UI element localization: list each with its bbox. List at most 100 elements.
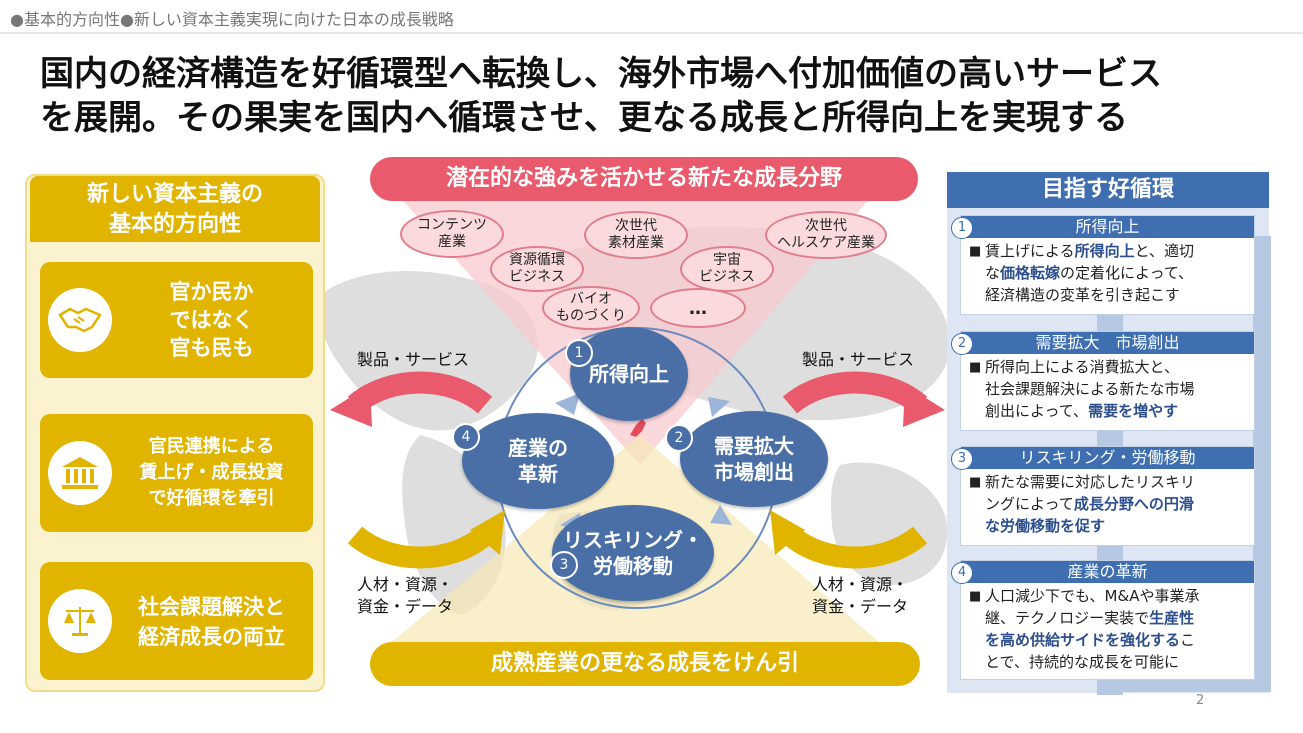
cycle-arrow	[708, 397, 730, 417]
label-line: 資金・データ	[812, 597, 909, 616]
text-run: とで、持続的な成長を可能に	[985, 653, 1179, 671]
step-number: 2	[665, 424, 693, 452]
breadcrumb: ●基本的方向性●新しい資本主義実現に向けた日本の成長戦略	[10, 10, 454, 29]
node-text: 所得向上	[589, 362, 669, 386]
node-text: 革新	[518, 462, 558, 486]
label-line: 資金・データ	[357, 597, 454, 616]
growth-fields-banner: 潜在的な強みを活かせる新たな成長分野	[370, 157, 918, 201]
step-number: 4	[951, 562, 973, 584]
text-run: と、適切	[1134, 242, 1194, 260]
text-run: 経済構造の変革を引き起こす	[985, 286, 1180, 304]
node-income-growth: 所得向上	[570, 327, 688, 421]
emphasis-run: な労働移動を促す	[985, 517, 1106, 535]
pink-arrowhead-right	[903, 385, 945, 427]
node-industry-innovation: 産業の 革新	[462, 413, 614, 509]
pink-arrowhead-left	[330, 385, 372, 427]
section-line: 人口減少下でも、M&Aや事業承	[985, 585, 1248, 607]
section-line: な労働移動を促す	[985, 515, 1248, 537]
gold-curve-arrow-right	[782, 526, 928, 569]
cycle-arrow	[555, 393, 580, 415]
field-bubble: 次世代 ヘルスケア産業	[765, 211, 887, 259]
section-line: ングによって成長分野への円滑	[985, 493, 1248, 515]
divider	[0, 32, 1303, 34]
bubble-text: 資源循環	[509, 252, 565, 268]
bubble-text: 次世代	[615, 218, 657, 234]
left-panel-title: 新しい資本主義の 基本的方向性	[30, 176, 320, 242]
section-title: 産業の革新	[961, 561, 1254, 583]
title-line-2: を展開。その果実を国内へ循環させ、更なる成長と所得向上を実現する	[40, 98, 1128, 138]
text-run: の定着化によって、	[1060, 264, 1194, 282]
field-bubble: …	[650, 288, 746, 328]
products-services-label-right: 製品・サービス	[802, 350, 915, 369]
step-number: 2	[951, 333, 973, 355]
bullet-square-icon: ■	[969, 589, 982, 604]
node-demand-market: 需要拡大 市場創出	[680, 411, 828, 507]
section-body: ■所得向上による消費拡大と、社会課題解決による新たな市場創出によって、需要を増や…	[961, 354, 1254, 422]
field-bubble: 次世代 素材産業	[584, 211, 688, 259]
section-line: とで、持続的な成長を可能に	[985, 651, 1248, 673]
scales-icon	[48, 589, 112, 653]
text-run: 社会課題解決による新たな市場	[985, 380, 1195, 398]
policy-card-1: 官か民か ではなく 官も民も	[40, 262, 313, 378]
bubble-text: ビジネス	[699, 269, 755, 285]
bullet-square-icon: ■	[969, 475, 982, 490]
node-text: リスキリング・	[563, 528, 703, 552]
emphasis-run: 生産性	[1149, 609, 1195, 627]
bullet-square-icon: ■	[969, 244, 982, 259]
card-text: 賃上げ・成長投資	[139, 462, 284, 483]
card-text: 官民連携による	[148, 436, 275, 457]
card-text: で好循環を牽引	[148, 488, 275, 509]
bubble-text: バイオ	[570, 291, 612, 307]
bullet-square-icon: ■	[969, 360, 982, 375]
bubble-text: ものづくり	[556, 308, 626, 324]
text-run: ングによって	[985, 495, 1074, 513]
section-title: リスキリング・労働移動	[961, 447, 1254, 469]
section-line: 所得向上による消費拡大と、	[985, 356, 1248, 378]
bubble-text: ヘルスケア産業	[777, 235, 875, 251]
node-text: 産業の	[508, 436, 568, 460]
pink-funnel	[380, 175, 890, 465]
section-line: 創出によって、需要を増やす	[985, 400, 1248, 422]
gold-arrowhead-right	[770, 510, 805, 555]
text-run: 賃上げによる	[985, 242, 1075, 260]
field-bubble: バイオ ものづくり	[542, 286, 640, 330]
products-services-label-left: 製品・サービス	[357, 350, 470, 369]
section-body: ■人口減少下でも、M&Aや事業承継、テクノロジー実装で生産性を高め供給サイドを強…	[961, 583, 1254, 673]
section-line: 経済構造の変革を引き起こす	[985, 284, 1248, 306]
node-text: 市場創出	[714, 460, 794, 484]
field-bubble: 宇宙 ビジネス	[680, 246, 774, 292]
text-run: 創出によって、	[985, 402, 1089, 420]
page-number: 2	[1196, 693, 1205, 708]
policy-card-2: 官民連携による 賃上げ・成長投資 で好循環を牽引	[40, 414, 313, 532]
text-run: 人口減少下でも、M&Aや事業承	[985, 587, 1200, 605]
card-text: 官も民も	[169, 336, 254, 360]
gold-arrowhead-left	[470, 510, 505, 555]
cycle-section: 所得向上■賃上げによる所得向上と、適切な価格転嫁の定着化によって、経済構造の変革…	[960, 215, 1255, 315]
text-run: 継、テクノロジー実装で	[985, 609, 1150, 627]
text-run: こ	[1180, 631, 1196, 649]
bank-building-icon	[48, 441, 112, 505]
section-body: ■新たな需要に対応したリスキリングによって成長分野への円滑な労働移動を促す	[961, 469, 1254, 537]
text-run: 新たな需要に対応したリスキリ	[985, 473, 1196, 491]
node-text: 需要拡大	[714, 434, 794, 458]
right-panel-title: 目指す好循環	[947, 172, 1269, 208]
bubble-text: 素材産業	[608, 235, 664, 251]
bubble-text: コンテンツ	[417, 217, 487, 233]
emphasis-run: 所得向上	[1074, 242, 1135, 260]
left-title-line-1: 新しい資本主義の	[86, 182, 263, 207]
section-line: な価格転嫁の定着化によって、	[985, 262, 1248, 284]
section-line: を高め供給サイドを強化するこ	[985, 629, 1248, 651]
resources-label-left: 人材・資源・ 資金・データ	[357, 574, 453, 618]
resources-label-right: 人材・資源・ 資金・データ	[812, 574, 908, 618]
cycle-section: リスキリング・労働移動■新たな需要に対応したリスキリングによって成長分野への円滑…	[960, 446, 1255, 546]
emphasis-run: 価格転嫁	[1000, 264, 1061, 282]
policy-card-3: 社会課題解決と 経済成長の両立	[40, 562, 313, 680]
cycle-section: 産業の革新■人口減少下でも、M&Aや事業承継、テクノロジー実装で生産性を高め供給…	[960, 560, 1255, 680]
mature-industries-banner: 成熟産業の更なる成長をけん引	[370, 642, 920, 686]
step-number: 1	[565, 339, 593, 367]
label-line: 人材・資源・	[357, 575, 454, 594]
cycle-arrow	[710, 505, 732, 525]
step-number: 4	[452, 423, 480, 451]
title-line-1: 国内の経済構造を好循環型へ転換し、海外市場へ付加価値の高いサービス	[40, 54, 1162, 94]
section-line: 社会課題解決による新たな市場	[985, 378, 1248, 400]
